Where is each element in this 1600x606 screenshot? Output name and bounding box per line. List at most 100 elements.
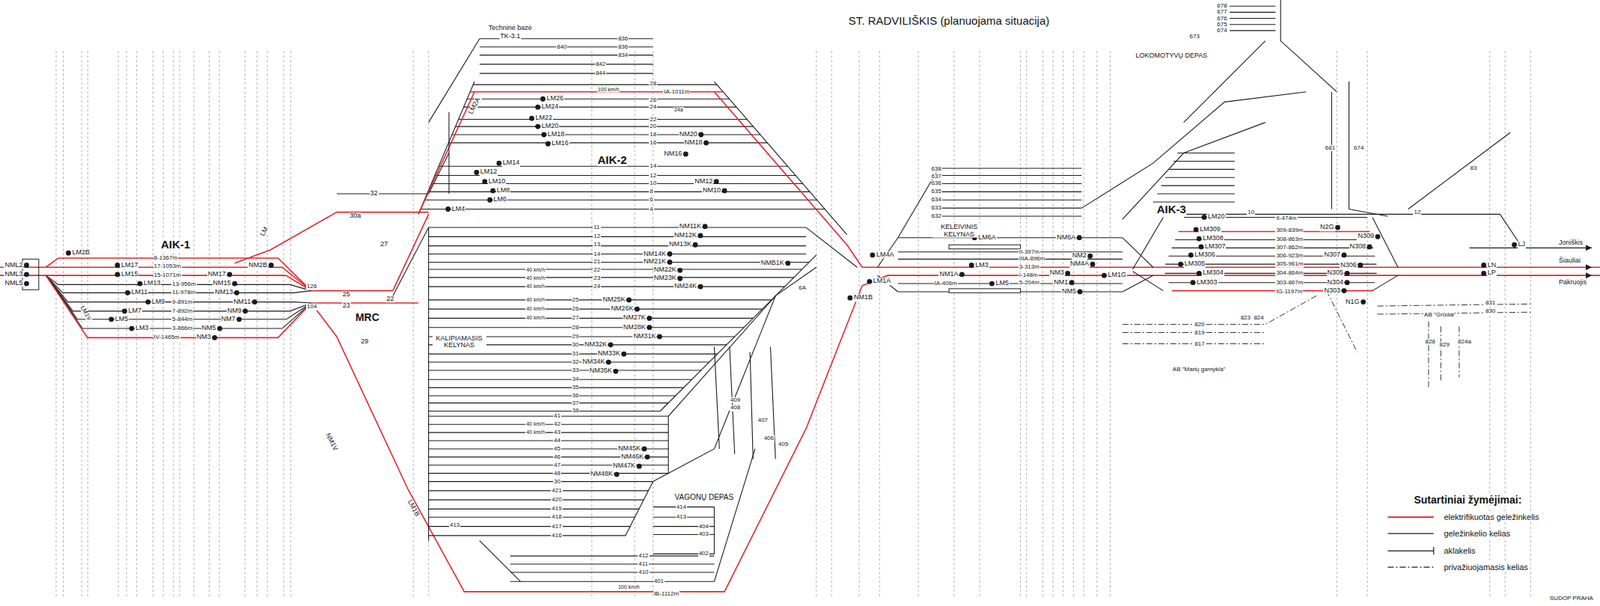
track-label: LM12: [479, 169, 499, 176]
signal-dot: [646, 315, 652, 322]
track-label: NM10: [701, 187, 722, 194]
track-label: NM14K: [642, 250, 667, 258]
track-line: [1372, 217, 1398, 268]
track-label: 42: [553, 421, 562, 428]
track-label: IA-1011m: [663, 89, 690, 96]
track-label: 21: [592, 258, 601, 265]
signal-dot: [722, 188, 728, 194]
track-label: LM6A: [977, 234, 997, 241]
track-label: 403: [698, 531, 710, 538]
signal-dot: [1357, 262, 1363, 268]
track-line: [1042, 50, 1044, 597]
track-label: 820: [1193, 321, 1205, 328]
track-label: 83: [1469, 165, 1478, 172]
signal-dot: [1335, 225, 1341, 231]
track-label: 28: [571, 324, 580, 331]
track-line: [428, 402, 669, 404]
signal-dot: [481, 178, 488, 185]
signal-bracket: [22, 258, 39, 290]
signal-dot: [1344, 279, 1351, 286]
track-line: [428, 268, 803, 270]
track-line: [879, 50, 881, 597]
track-line: [428, 318, 754, 319]
track-label: 22: [592, 267, 601, 274]
track-label: LM26: [545, 95, 565, 103]
track-label: 28: [648, 80, 658, 87]
signal-dot: [541, 132, 547, 138]
signal-dot: [866, 279, 872, 285]
track-label: LM1G: [1106, 271, 1128, 279]
track-label: Pakruojis: [1558, 279, 1588, 286]
track-label: 40 km/h: [525, 422, 546, 428]
track-label: 14: [592, 250, 601, 257]
track-label: 307-862m: [1275, 244, 1304, 251]
signal-dot: [236, 316, 242, 322]
track-label: LM304: [1201, 270, 1225, 277]
track-line: [479, 63, 654, 65]
track-line: [219, 50, 221, 597]
track-label: 416: [550, 532, 563, 539]
signal-dot: [677, 276, 683, 282]
track-line: [1026, 50, 1027, 597]
track-line: [418, 81, 475, 215]
track-label: LM2B: [71, 249, 91, 256]
legend-samples: [1387, 517, 1434, 568]
track-label: NM9: [226, 307, 243, 315]
track-line: [428, 245, 807, 247]
track-label: 637: [930, 173, 943, 180]
track-line: [428, 481, 654, 482]
track-label: AIK-3: [1156, 203, 1187, 216]
track-line: [1229, 29, 1276, 31]
track-line: [428, 227, 429, 542]
signals: [23, 96, 1517, 478]
track-label: AIK-2: [597, 154, 628, 167]
track-label: 31: [571, 350, 580, 357]
track-line: [1349, 209, 1389, 218]
track-line: [749, 351, 753, 459]
track-line: [428, 387, 685, 389]
signal-dot: [535, 104, 541, 111]
signal-dot: [129, 326, 135, 332]
track-label: NM20: [678, 130, 699, 138]
track-line: [448, 112, 450, 194]
track-label: 24: [592, 283, 601, 290]
signal-dot: [683, 151, 689, 157]
track-line: [479, 73, 654, 75]
track-label: NM1B: [853, 294, 874, 301]
track-label: 26: [648, 96, 658, 103]
track-label: LM308: [1201, 234, 1225, 242]
track-label: 407: [757, 417, 769, 424]
track-label: 23: [342, 302, 351, 310]
track-line: [1177, 152, 1235, 154]
track-label: 29: [359, 338, 369, 345]
track-label: 25: [571, 297, 580, 304]
signal-dot: [1087, 253, 1093, 259]
track-label: 819: [1193, 329, 1205, 336]
track-line: [428, 395, 676, 396]
track-label: N303: [1323, 287, 1342, 295]
legend-text: privažiuojamasis kelias: [1443, 562, 1529, 572]
track-label: 24: [648, 104, 658, 111]
track-line: [1229, 5, 1276, 7]
legend-text: geležinkelio kelias: [1443, 529, 1511, 539]
track-label: 421: [550, 487, 563, 494]
signal-dot: [252, 299, 258, 305]
track-label: NM24K: [673, 282, 698, 290]
legend-text: aklakelis: [1443, 546, 1476, 556]
track-line: [1229, 11, 1276, 13]
track-label: LM8: [496, 187, 512, 194]
track-label: NM4A: [1069, 260, 1090, 268]
signal-dot: [23, 271, 30, 277]
track-line: [1020, 50, 1021, 597]
track-label: 12: [648, 172, 658, 179]
track-label: NM1: [1052, 279, 1069, 286]
track-line: [953, 50, 955, 597]
track-label: 673: [1189, 33, 1201, 40]
track-label: LM24: [541, 103, 560, 111]
track-label: LM3: [974, 261, 990, 269]
track-line: [428, 227, 807, 229]
track-label: 20: [648, 123, 658, 130]
track-label: NM25K: [601, 296, 626, 304]
track-label: VAGONŲ DEPAS: [674, 493, 735, 503]
track-label: AB "Grūdai": [1423, 312, 1458, 319]
